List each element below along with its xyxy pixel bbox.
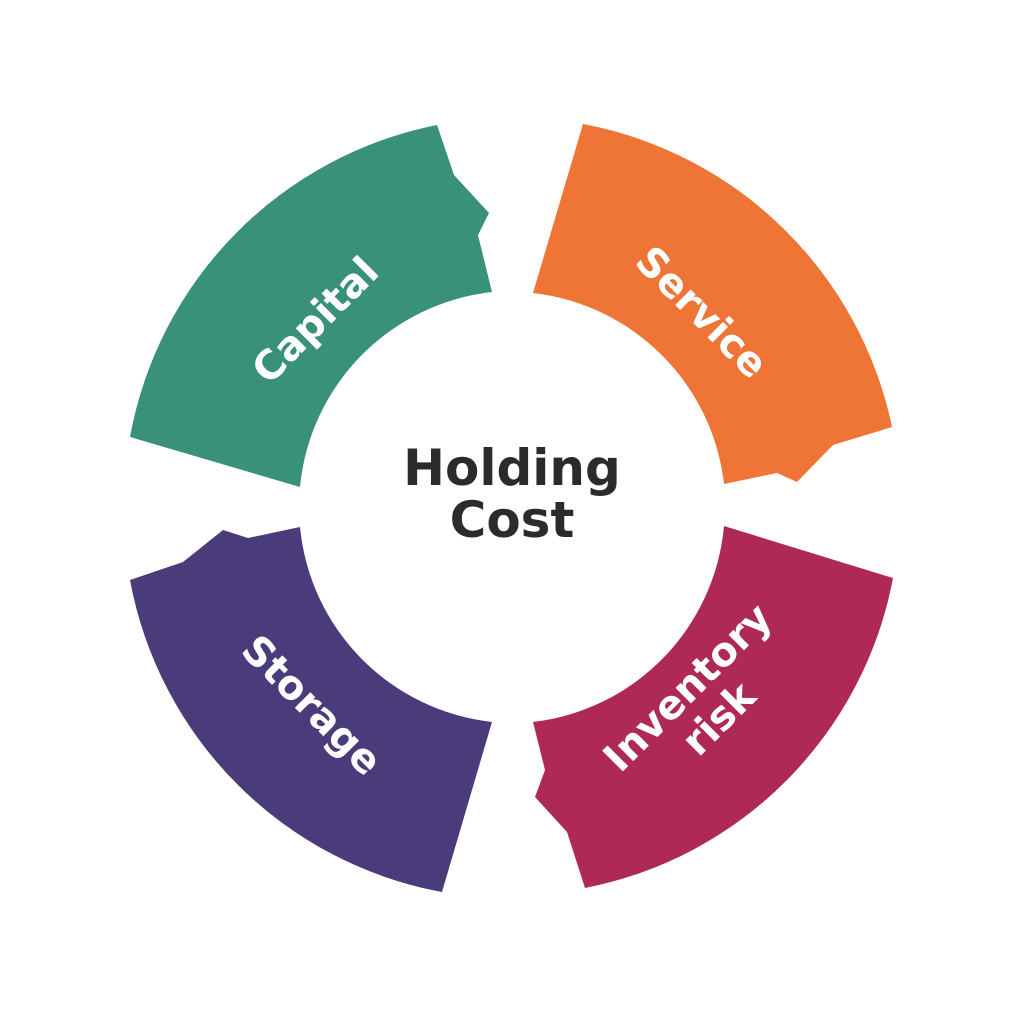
segment-capital-shape (130, 125, 492, 487)
segment-service-shape (533, 124, 892, 484)
segment-service: Service (533, 124, 892, 484)
segment-inventory-risk-shape (533, 526, 893, 888)
segment-inventory-risk: Inventory risk (533, 526, 893, 888)
center-title-line2: Cost (450, 491, 575, 549)
segment-storage-shape (130, 527, 492, 892)
center-title-line1: Holding (403, 439, 621, 497)
center-title: Holding Cost (403, 439, 621, 549)
segment-storage: Storage (130, 527, 492, 892)
segment-capital: Capital (130, 125, 492, 487)
